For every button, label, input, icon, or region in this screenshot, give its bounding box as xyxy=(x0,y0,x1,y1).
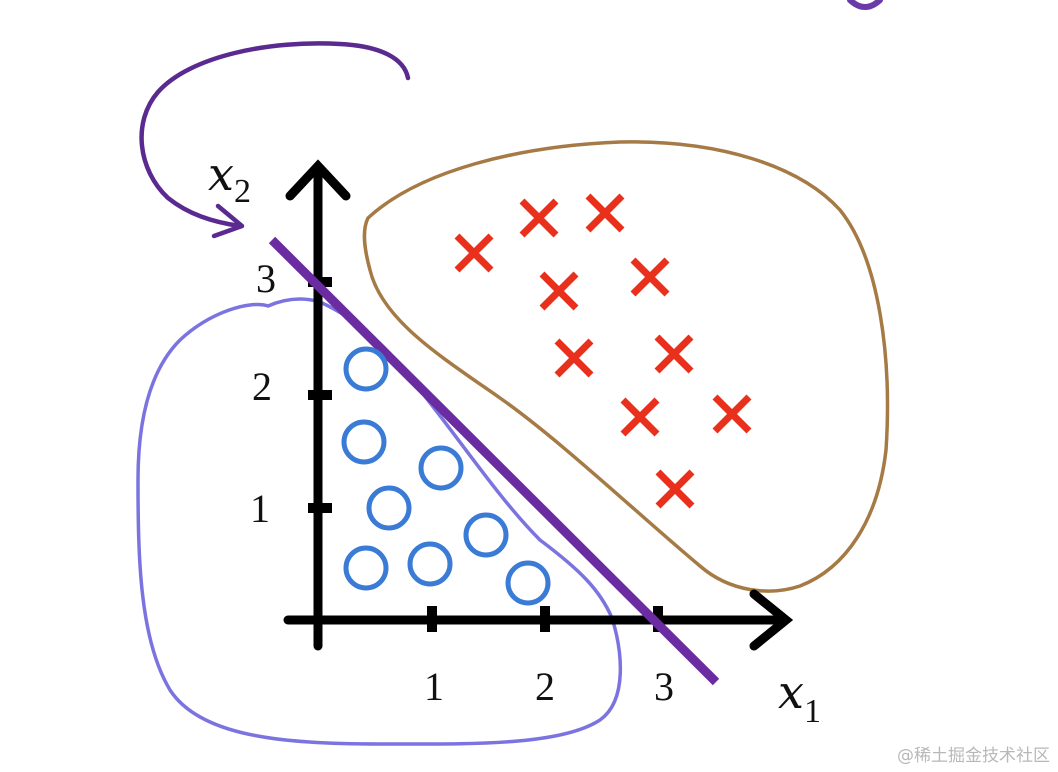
y-axis-label: x2 xyxy=(208,147,251,210)
y-tick-label-1: 1 xyxy=(250,486,270,531)
top-scribble xyxy=(847,0,883,10)
y-tick-label-3: 3 xyxy=(256,256,276,301)
x-axis-arrowhead-icon xyxy=(749,589,794,651)
x-tick-label-2: 2 xyxy=(535,664,555,709)
annotation-arrow-icon xyxy=(139,41,411,239)
y-axis-arrowhead-icon xyxy=(285,159,351,201)
y-tick-label-2: 2 xyxy=(252,364,272,409)
watermark: @稀土掘金技术社区 xyxy=(897,746,1050,766)
x-tick-label-1: 1 xyxy=(424,664,444,709)
tick-marks xyxy=(308,277,663,632)
x-axis-label: x1 xyxy=(778,665,821,730)
crosses-enclosure xyxy=(362,140,890,593)
cross-markers xyxy=(454,193,752,509)
x-tick-label-3: 3 xyxy=(654,664,674,709)
circle-markers xyxy=(341,346,551,606)
decision-boundary-line xyxy=(268,236,720,686)
axes xyxy=(283,159,794,651)
